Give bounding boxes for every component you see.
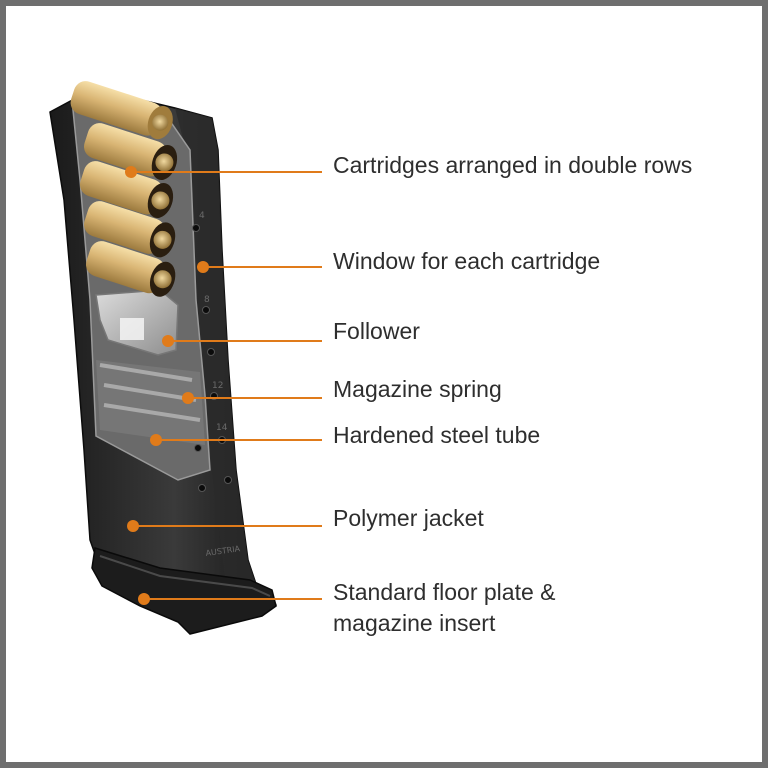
label-magazine-spring: Magazine spring — [333, 376, 502, 402]
leader-dots — [125, 166, 209, 605]
label-cartridges: Cartridges arranged in double rows — [333, 152, 693, 178]
marking-12: 12 — [212, 381, 223, 391]
label-follower: Follower — [333, 318, 420, 344]
label-floor-plate-line-2: magazine insert — [333, 610, 496, 636]
magazine-spring-shape — [99, 363, 201, 422]
marking-8: 8 — [204, 295, 210, 305]
label-polymer-jacket: Polymer jacket — [333, 505, 484, 531]
marking-14: 14 — [216, 423, 228, 433]
label-steel-tube: Hardened steel tube — [333, 422, 541, 448]
label-window: Window for each cartridge — [333, 248, 601, 274]
leader-lines — [131, 171, 322, 600]
label-floor-plate: Standard floor plate & magazine insert — [333, 577, 555, 639]
label-floor-plate-line-1: Standard floor plate & — [333, 579, 556, 605]
cartridges-stack — [70, 81, 178, 297]
marking-4: 4 — [199, 211, 205, 221]
